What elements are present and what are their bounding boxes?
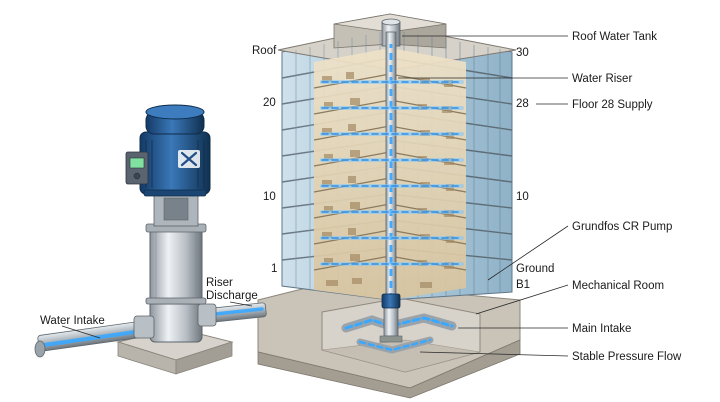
floor-label-b1: B1 <box>516 279 530 291</box>
pump-stage-column <box>149 227 203 305</box>
callout-water-intake: Water Intake <box>40 315 105 327</box>
floor-label-1: 1 <box>271 263 277 275</box>
callout-riser-discharge-line1: Riser <box>206 277 233 289</box>
floor-label-10-right: 10 <box>516 191 529 203</box>
floor-label-10-left: 10 <box>263 191 276 203</box>
callout-mechanical-room: Mechanical Room <box>572 280 664 292</box>
floor-label-30: 30 <box>516 47 529 59</box>
callout-grundfos-cr-pump: Grundfos CR Pump <box>572 221 672 233</box>
callout-labels: Roof Water Tank Water Riser Floor 28 Sup… <box>40 31 682 363</box>
callout-floor-28-supply: Floor 28 Supply <box>572 99 653 111</box>
floor-branch-lines <box>320 80 464 266</box>
floor-labels-right: 30 28 10 Ground B1 <box>516 47 554 291</box>
callout-main-intake: Main Intake <box>572 323 631 335</box>
building <box>257 13 521 399</box>
foundation-front <box>257 339 521 399</box>
floor-label-20-left: 20 <box>263 97 276 109</box>
floor-label-28: 28 <box>516 98 529 110</box>
floor-label-roof: Roof <box>252 45 277 57</box>
pump-control-box <box>125 151 149 185</box>
grundfos-cr-pump-standalone <box>34 104 267 375</box>
basement-pump <box>379 293 403 343</box>
grundfos-x-logo-icon <box>178 150 200 168</box>
floor-label-ground: Ground <box>516 263 554 275</box>
floor-labels-left: Roof 20 10 1 <box>252 45 277 275</box>
pump-motor <box>139 104 211 197</box>
callout-stable-pressure-flow: Stable Pressure Flow <box>572 351 682 363</box>
callout-roof-water-tank: Roof Water Tank <box>572 31 657 43</box>
callout-leaders <box>61 35 569 357</box>
callout-riser-discharge-line2: Discharge <box>206 290 258 302</box>
callout-water-riser: Water Riser <box>572 73 632 85</box>
pump-lower-housing <box>149 299 203 343</box>
